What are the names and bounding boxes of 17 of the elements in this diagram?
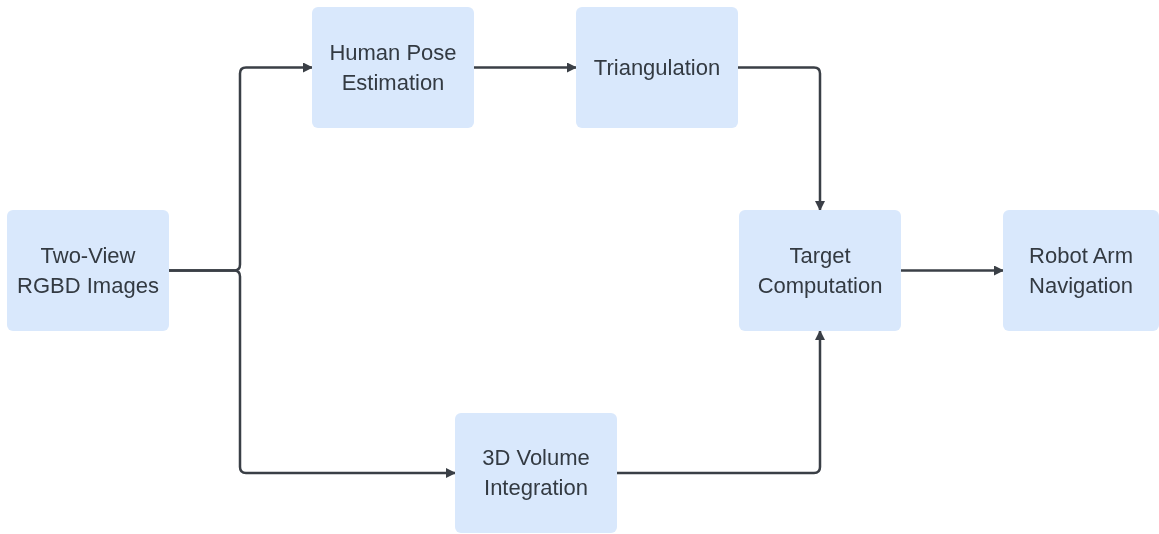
process-box xyxy=(312,7,474,128)
node-label: Triangulation xyxy=(593,53,721,82)
arrow xyxy=(169,269,456,478)
node-label: Target Computation xyxy=(756,241,884,300)
arrow xyxy=(901,265,1004,276)
node-label: Robot Arm Navigation xyxy=(1028,241,1134,300)
process-box xyxy=(1003,210,1159,331)
node-label: 3D Volume Integration xyxy=(481,444,591,502)
node-label: Two-View RGBD Images xyxy=(16,241,160,300)
process-box xyxy=(739,210,901,331)
arrow xyxy=(474,62,577,73)
arrow xyxy=(738,66,825,211)
node-label: Human Pose Estimation xyxy=(328,38,458,97)
process-box xyxy=(7,210,169,331)
arrow xyxy=(617,330,825,475)
process-box xyxy=(455,413,617,533)
process-box xyxy=(576,7,738,128)
